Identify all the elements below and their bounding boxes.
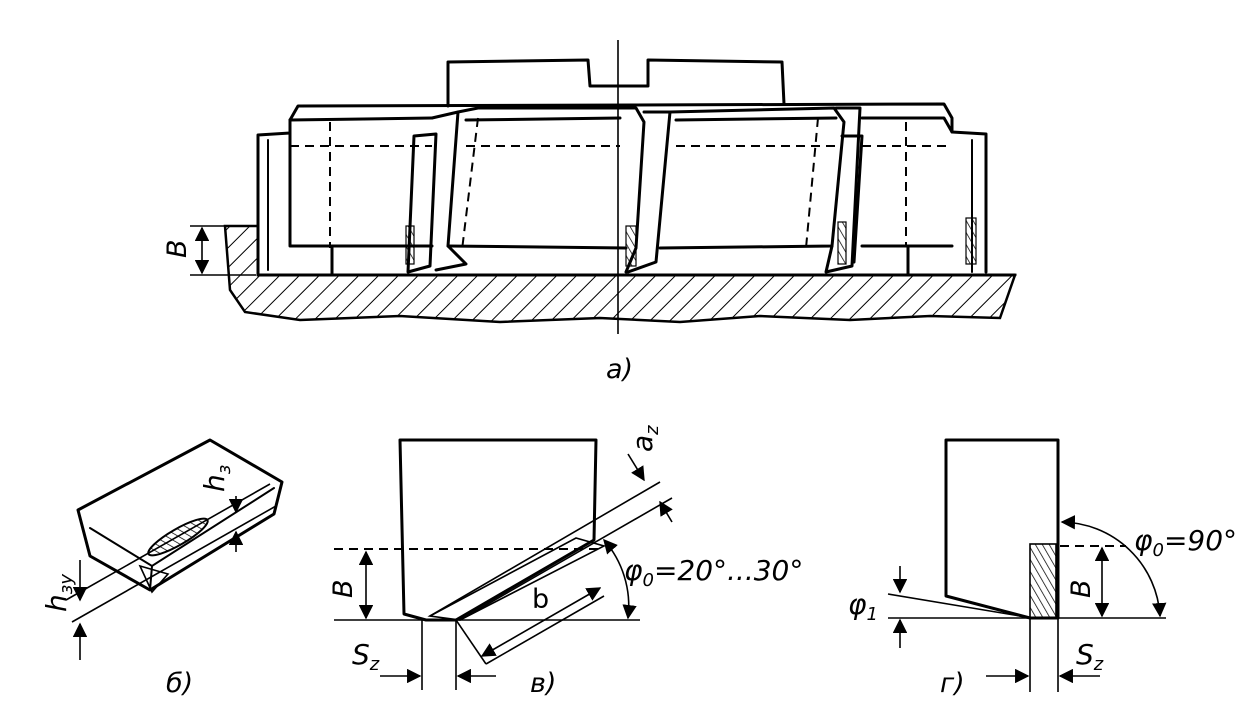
figure-v: B b az Sz φ0=20°...30° в)	[328, 425, 803, 699]
figure-a-caption: а)	[606, 354, 633, 385]
label-az-v: az	[626, 425, 663, 452]
label-b-v: b	[532, 584, 549, 615]
label-phi0-v: φ0=20°...30°	[624, 554, 803, 591]
label-hz: hз	[198, 465, 235, 492]
label-hzu: hзу	[40, 574, 77, 612]
figure-a-dim-B: B	[162, 239, 193, 258]
figure-b-caption: б)	[166, 668, 193, 699]
label-phi0-g: φ0=90°	[1134, 524, 1237, 561]
label-Sz-g: Sz	[1076, 638, 1104, 675]
figure-b: hз hзу б)	[40, 438, 284, 699]
figure-g: B φ1 φ0=90° Sz г)	[848, 438, 1237, 699]
figure-a: B а)	[162, 40, 1017, 385]
label-phi1-g: φ1	[848, 588, 878, 625]
cutter-body	[288, 102, 954, 134]
tooth-body-v	[398, 438, 598, 622]
figure-v-caption: в)	[530, 668, 556, 699]
insert-g	[1029, 543, 1057, 619]
figure-g-caption: г)	[940, 668, 965, 699]
label-Sz-v: Sz	[352, 638, 380, 675]
insert-body	[76, 438, 284, 592]
label-B-v: B	[328, 579, 359, 598]
label-B-g: B	[1066, 579, 1097, 598]
cutter-hub	[446, 58, 786, 108]
